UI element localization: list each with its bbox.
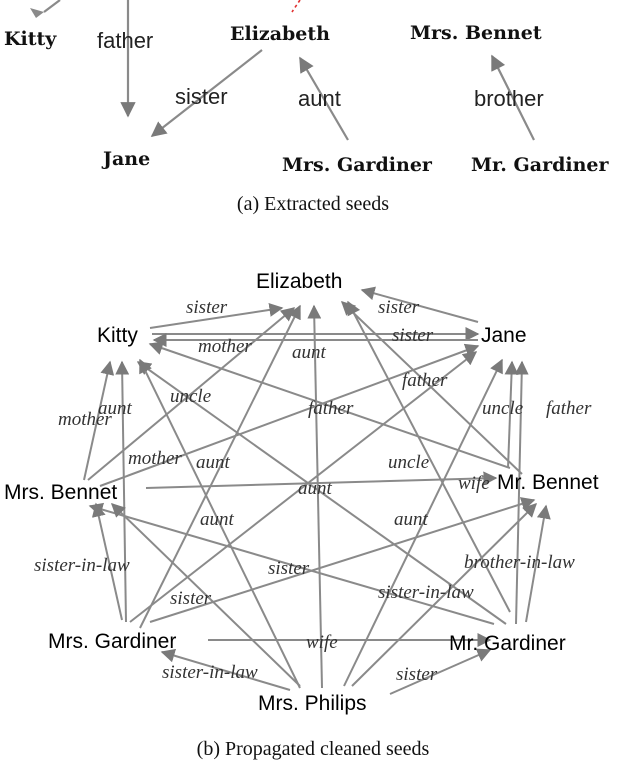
edge-mrsphilips-kitty — [139, 358, 301, 689]
edge-brother — [491, 54, 535, 141]
bottom-graph-edges — [83, 286, 551, 695]
edge-label: father — [308, 398, 354, 419]
edge-label: sister — [268, 558, 310, 579]
edge-label: sister — [378, 297, 420, 318]
edge-label: mother — [128, 448, 182, 469]
edge-mrsbennet-kitty — [83, 360, 115, 481]
edge-mrsphilips-mrsgardiner — [160, 648, 291, 691]
edge-label: mother — [198, 336, 252, 357]
node-mr-bennet: Mr. Bennet — [497, 471, 599, 494]
edge-label: aunt — [98, 398, 133, 419]
node-kitty-top: Kitty — [4, 28, 57, 50]
edge-mrsphilips-mrgardiner — [389, 648, 492, 695]
label-sister-top: sister — [175, 84, 228, 109]
edge-label: aunt — [394, 509, 429, 530]
edge-mrbennet-kitty — [148, 341, 511, 469]
edge-mrbennet-jane — [504, 360, 519, 469]
edge-label: uncle — [170, 386, 211, 407]
edge-label: sister — [170, 588, 212, 609]
edge-mrsphilips-mrbennet — [351, 503, 537, 687]
node-mrs-gardiner: Mrs. Gardiner — [48, 630, 176, 653]
edge-label: wife — [306, 632, 338, 653]
edge-label: sister-in-law — [162, 662, 258, 683]
edge-label: aunt — [200, 509, 235, 530]
node-mr-gardiner: Mr. Gardiner — [449, 632, 566, 655]
edge-mrgardiner-mrsbennet — [88, 502, 495, 625]
label-brother-top: brother — [474, 86, 544, 111]
edge-mrgardiner-jane — [514, 360, 529, 625]
edge-label: aunt — [292, 342, 327, 363]
edge-label: sister — [392, 325, 434, 346]
edge-mrgardiner-elizabeth — [347, 300, 511, 613]
edge-label: father — [402, 370, 448, 391]
node-mrs-bennet-top: Mrs. Bennet — [410, 22, 542, 44]
edge-label: aunt — [196, 452, 231, 473]
edge-label: sister-in-law — [34, 555, 130, 576]
label-aunt-top: aunt — [298, 86, 341, 111]
edge-mrsbennet-jane — [99, 343, 480, 487]
edge-red-dashed — [291, 0, 301, 13]
edge-kitty-partial — [43, 0, 61, 13]
edge-aunt — [299, 56, 349, 141]
node-jane: Jane — [481, 324, 527, 347]
edge-mrsphilips-jane — [343, 358, 503, 687]
top-graph — [30, 0, 535, 141]
edge-label: brother-in-law — [464, 552, 575, 573]
node-mrs-philips: Mrs. Philips — [258, 692, 367, 715]
edge-mrsgardiner-mrsbennet — [91, 502, 123, 621]
edge-label: sister — [396, 664, 438, 685]
edge-mrsbennet-elizabeth — [87, 307, 296, 481]
edge-label: mother — [58, 409, 112, 430]
edge-kitty-elizabeth — [149, 302, 284, 329]
node-kitty: Kitty — [97, 324, 138, 347]
edge-mrsgardiner-mrbennet — [149, 497, 536, 623]
edge-mrsgardiner-kitty — [115, 360, 130, 623]
node-mr-gardiner-top: Mr. Gardiner — [471, 154, 609, 176]
edge-jane-elizabeth — [360, 286, 479, 323]
node-elizabeth-top: Elizabeth — [230, 23, 330, 45]
edge-mrsphilips-elizabeth — [307, 304, 323, 689]
edge-mrgardiner-mrbennet — [525, 504, 551, 623]
edge-label: uncle — [388, 452, 429, 473]
node-elizabeth: Elizabeth — [256, 270, 342, 293]
node-jane-top: Jane — [101, 148, 150, 170]
edge-label: sister — [186, 297, 228, 318]
edge-label: father — [546, 398, 592, 419]
caption-b: (b) Propagated cleaned seeds — [197, 738, 430, 760]
node-mrs-bennet: Mrs. Bennet — [4, 481, 117, 504]
edge-label: uncle — [482, 398, 523, 419]
edge-sister — [150, 49, 263, 137]
node-mrs-gardiner-top: Mrs. Gardiner — [282, 154, 433, 176]
edge-mrsgardiner-elizabeth — [139, 304, 301, 629]
edge-mrsbennet-mrbennet — [145, 471, 498, 489]
edge-mrbennet-elizabeth — [340, 301, 523, 475]
edge-mrsphilips-mrsbennet — [110, 503, 301, 687]
edge-mrgardiner-kitty — [136, 361, 507, 625]
label-father-top: father — [97, 28, 153, 53]
edge-label: aunt — [298, 478, 333, 499]
caption-a: (a) Extracted seeds — [237, 193, 389, 215]
edge-label: wife — [458, 473, 490, 494]
edge-label: sister-in-law — [378, 582, 474, 603]
